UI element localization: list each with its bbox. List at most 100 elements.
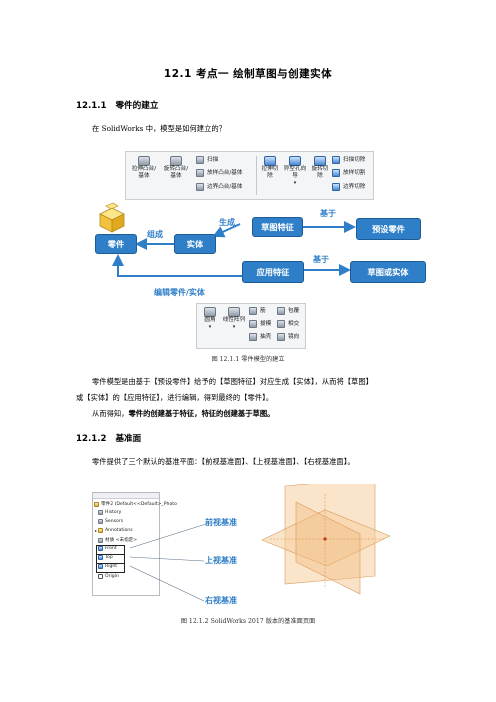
tree-item-front[interactable]: Front — [98, 546, 117, 551]
draft-button[interactable]: 拔模 — [249, 320, 271, 328]
section-number: 12.1.2 — [76, 434, 107, 444]
shell-button[interactable]: 抽壳 — [249, 333, 271, 341]
loft-cut-button[interactable]: 放样切割 — [332, 169, 365, 177]
tree-toolbar — [93, 493, 159, 499]
section-title: 零件的建立 — [115, 101, 159, 111]
right-highlight — [96, 563, 125, 573]
revolve-boss-button[interactable]: 旋转凸台/基体 — [162, 156, 190, 180]
loft-boss-button[interactable]: 放样凸台/基体 — [196, 169, 242, 177]
right-plane — [295, 501, 361, 595]
feature-tree-panel: 零件2 (Default<<Default>_Photo History Sen… — [92, 492, 177, 596]
features-ribbon-bottom: 圆角 ▾ 线性阵列 ▾ 筋 包覆 拔模 相交 抽壳 镜向 — [196, 303, 306, 349]
paragraph-2: 从而得知，零件的创建基于特征，特征的创建基于草图。 — [92, 409, 275, 418]
planes-paragraph: 零件提供了三个默认的基准平面：【前视基准面】、【上视基准面】、【右视基准面】。 — [92, 457, 355, 466]
revolve-cut-button[interactable]: 旋转切除 — [309, 156, 331, 180]
intersect-button[interactable]: 相交 — [277, 320, 299, 328]
edge-label-based-on-2: 基于 — [313, 255, 329, 264]
callout-right — [129, 565, 205, 602]
extrude-boss-icon — [138, 156, 150, 166]
rib-button[interactable]: 筋 — [249, 307, 266, 315]
node-applied-feature: 应用特征 — [242, 261, 304, 283]
tree-item-sensors[interactable]: Sensors — [98, 519, 123, 524]
tree-item-history[interactable]: History — [98, 510, 121, 515]
material-icon — [98, 537, 103, 543]
linear-pattern-button[interactable]: 线性阵列 ▾ — [222, 307, 246, 331]
draft-icon — [249, 320, 257, 328]
edge-label-based-on-1: 基于 — [320, 209, 336, 218]
revolve-boss-icon — [170, 156, 182, 166]
edit-arrow — [112, 254, 242, 277]
label-top-plane: 上视基准 — [205, 556, 237, 565]
tree-item-annotations[interactable]: ▸ Annotations — [95, 528, 133, 533]
tree-item-material[interactable]: 材质 <未指定> — [98, 537, 137, 543]
label-front-plane: 前视基准 — [205, 518, 237, 527]
sweep-cut-button[interactable]: 扫描切除 — [332, 156, 365, 164]
node-preset-part: 预设零件 — [356, 218, 421, 240]
features-ribbon-top: 拉伸凸台/基体 旋转凸台/基体 扫描 放样凸台/基体 边界凸台/基体 拉伸切除 … — [125, 151, 374, 200]
extrude-cut-button[interactable]: 拉伸切除 — [259, 156, 281, 180]
sensor-icon — [98, 519, 103, 524]
figure-caption-1: 图 12.1.1 零件模型的建立 — [211, 356, 285, 363]
node-solid: 实体 — [174, 234, 216, 254]
tree-item-top[interactable]: Top — [98, 555, 113, 560]
plane-icon — [98, 564, 103, 569]
node-sketch-or-solid: 草图或实体 — [350, 261, 426, 283]
tree-item-right[interactable]: Right — [98, 564, 117, 569]
fillet-icon — [204, 307, 216, 317]
node-part: 零件 — [95, 234, 137, 254]
loft-boss-icon — [196, 169, 204, 177]
part-block-icon — [99, 202, 125, 233]
mirror-button[interactable]: 镜向 — [277, 333, 299, 341]
paragraph-1-line-1: 零件模型是由基于【预设零件】给予的【草图特征】对应生成【实体】，从而将【草图】 — [92, 377, 373, 386]
dropdown-arrow-icon: ▾ — [232, 324, 236, 330]
revolve-cut-icon — [314, 156, 326, 166]
boundary-cut-button[interactable]: 边界切除 — [332, 183, 365, 191]
extrude-boss-button[interactable]: 拉伸凸台/基体 — [130, 156, 158, 180]
emphasis-text: 零件的创建基于特征，特征的创建基于草图。 — [128, 409, 275, 418]
section-heading-1: 12.1.1 零件的建立 — [76, 99, 158, 111]
callout-front — [129, 523, 207, 549]
label-right-plane: 右视基准 — [205, 596, 237, 605]
expand-arrow-icon: ▸ — [95, 528, 98, 533]
boundary-boss-button[interactable]: 边界凸台/基体 — [196, 183, 242, 191]
dropdown-arrow-icon: ▾ — [208, 324, 212, 330]
tree-item-origin[interactable]: Origin — [98, 574, 119, 579]
shell-icon — [249, 333, 257, 341]
node-sketch-feature: 草图特征 — [252, 217, 303, 237]
page-title: 12.1 考点一 绘制草图与创建实体 — [163, 68, 333, 80]
linear-pattern-icon — [228, 307, 240, 317]
tree-root[interactable]: 零件2 (Default<<Default>_Photo — [94, 501, 177, 507]
origin-marker — [323, 537, 327, 541]
edge-label-edit: 编辑零件/实体 — [154, 288, 205, 297]
fillet-button[interactable]: 圆角 ▾ — [200, 307, 220, 331]
boundary-cut-icon — [332, 183, 340, 191]
intersect-icon — [277, 320, 285, 328]
section-title: 基准面 — [115, 434, 142, 444]
wrap-button[interactable]: 包覆 — [277, 307, 299, 315]
rib-icon — [249, 307, 257, 315]
dropdown-arrow-icon: ▾ — [293, 180, 297, 186]
history-icon — [98, 510, 103, 515]
figure-caption-2: 图 12.1.2 SolidWorks 2017 版本的基准面页面 — [180, 618, 316, 625]
section-heading-2: 12.1.2 基准面 — [76, 432, 141, 444]
default-planes-view — [129, 484, 391, 602]
sweep-icon — [196, 156, 204, 164]
paragraph-1-line-2: 或【实体】的【应用特征】，进行编辑，得到最终的【零件】。 — [76, 393, 274, 402]
plane-icon — [98, 555, 103, 560]
boundary-boss-icon — [196, 183, 204, 191]
extrude-cut-icon — [264, 156, 276, 166]
hole-wizard-button[interactable]: 异型孔向导 ▾ — [283, 156, 307, 187]
plane-icon — [98, 546, 103, 551]
sweep-button[interactable]: 扫描 — [196, 156, 218, 164]
sweep-cut-icon — [332, 156, 340, 164]
section-number: 12.1.1 — [76, 101, 107, 111]
modeling-flow-diagram — [99, 202, 356, 277]
callout-top — [129, 556, 205, 562]
annotation-icon — [98, 528, 104, 533]
edge-label-compose: 组成 — [147, 230, 163, 239]
loft-cut-icon — [332, 169, 340, 177]
origin-icon — [98, 574, 103, 579]
hole-wizard-icon — [289, 156, 301, 166]
part-icon — [94, 501, 99, 507]
wrap-icon — [277, 307, 285, 315]
